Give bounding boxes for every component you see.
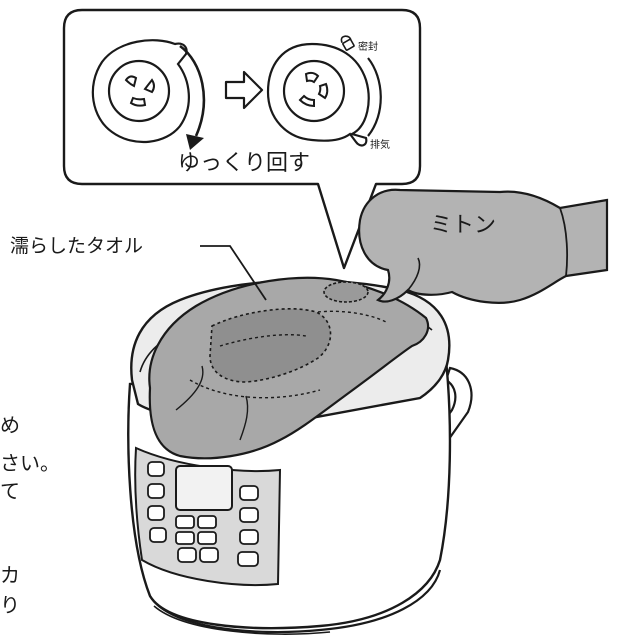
cooker-base bbox=[149, 569, 442, 634]
panel-button bbox=[237, 551, 259, 567]
panel-button bbox=[177, 547, 197, 563]
mitten bbox=[358, 188, 609, 304]
panel-button bbox=[149, 527, 167, 543]
panel-button bbox=[147, 505, 165, 521]
panel-button bbox=[175, 515, 195, 529]
panel-button bbox=[175, 531, 195, 545]
cutoff-text-block: め さい。 て カ り bbox=[0, 413, 60, 617]
panel-button bbox=[197, 531, 217, 545]
cutoff-line: り bbox=[0, 593, 20, 617]
panel-button bbox=[239, 507, 259, 523]
seal-vent-scale bbox=[367, 57, 382, 137]
rotate-arrow-icon bbox=[179, 44, 206, 150]
cutoff-line: さい。 bbox=[0, 451, 60, 475]
display-screen bbox=[175, 465, 233, 511]
panel-button bbox=[197, 515, 217, 529]
then-arrow-icon bbox=[224, 70, 264, 110]
seal-label: 密封 bbox=[358, 40, 378, 53]
lock-icon bbox=[340, 35, 355, 51]
valve-before-icon bbox=[91, 39, 190, 144]
cutoff-line: て bbox=[0, 479, 20, 503]
valve-under-towel bbox=[323, 281, 369, 303]
panel-button bbox=[239, 485, 259, 501]
cutoff-line: カ bbox=[0, 563, 20, 587]
panel-button bbox=[147, 483, 165, 499]
control-panel bbox=[134, 446, 282, 586]
wet-towel bbox=[148, 276, 430, 460]
vent-label: 排気 bbox=[370, 138, 390, 151]
panel-button bbox=[147, 461, 165, 477]
wet-towel-label: 濡らしたタオル bbox=[10, 235, 143, 257]
valve-after-icon bbox=[266, 42, 370, 147]
panel-button bbox=[199, 547, 219, 563]
cutoff-line: め bbox=[0, 413, 20, 437]
mitten-label: ミトン bbox=[430, 213, 496, 238]
panel-button bbox=[239, 529, 259, 545]
wet-towel-leader-line bbox=[200, 245, 267, 301]
callout-caption: ゆっくり回す bbox=[178, 151, 310, 176]
